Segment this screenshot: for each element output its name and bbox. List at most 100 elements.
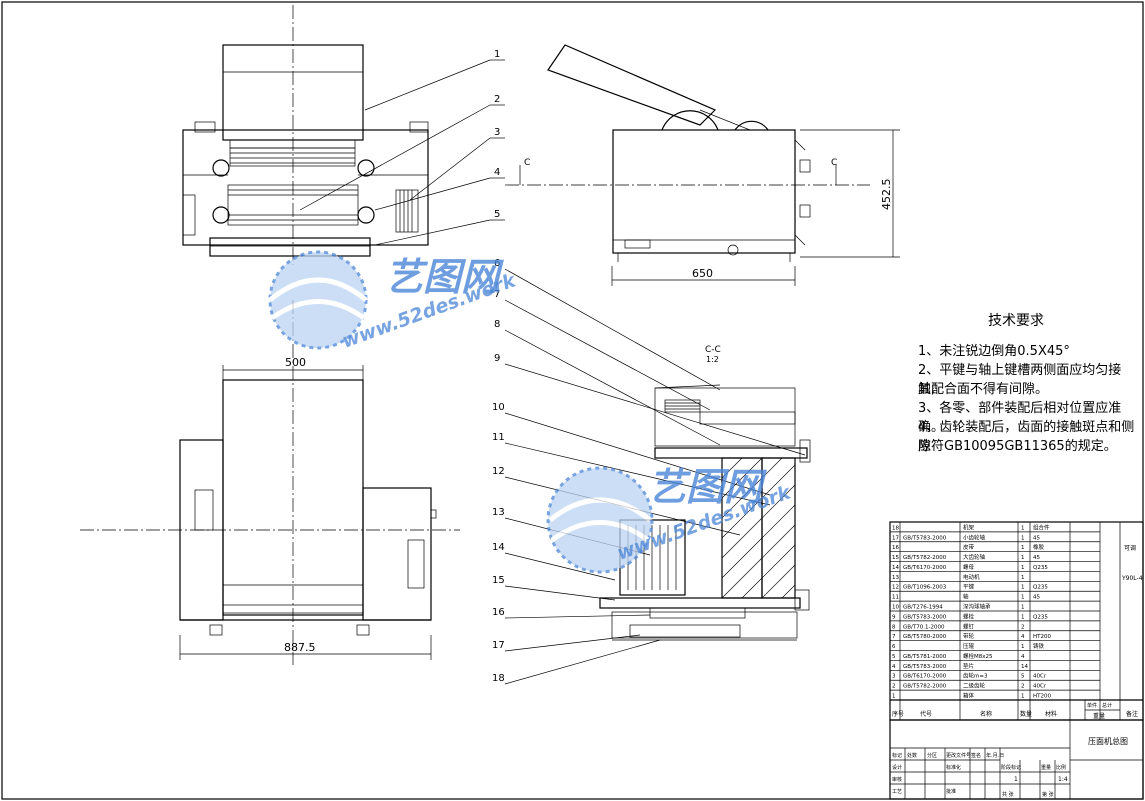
bom-cell-name: 齿轮m=3 bbox=[963, 672, 988, 680]
bom-cell-no: 6 bbox=[892, 644, 896, 650]
bom-cell-no: 12 bbox=[892, 585, 899, 591]
bom-cell-no: 10 bbox=[892, 605, 899, 611]
bom-header-qty: 数量 bbox=[1020, 710, 1032, 718]
tech-req-line-1: 1、未注锐边倒角0.5X45° bbox=[918, 344, 1070, 359]
tech-req-line-2: 2、平键与轴上键槽两侧面应均匀接触, bbox=[918, 363, 1122, 397]
dim-side-height: 452.5 bbox=[880, 179, 893, 211]
watermark-brand-1: 艺图网 bbox=[385, 255, 504, 299]
bom-cell-qty: 5 bbox=[1021, 674, 1025, 680]
bom-header-name: 名称 bbox=[980, 710, 992, 718]
dim-base-width: 887.5 bbox=[284, 641, 316, 654]
bom-cell-code: GB/T6170-2000 bbox=[903, 565, 947, 571]
tb-stage-value: 1 bbox=[1014, 776, 1018, 783]
bom-note-r15: 可调 bbox=[1124, 544, 1136, 552]
tb-total-sheets: 共 张 bbox=[1002, 791, 1014, 798]
bom-cell-code: GB/T5782-2000 bbox=[903, 684, 947, 690]
bom-cell-no: 8 bbox=[892, 624, 896, 630]
bom-cell-code: GB/T5783-2000 bbox=[903, 664, 947, 670]
bom-cell-no: 5 bbox=[892, 654, 896, 660]
bom-header-code: 代号 bbox=[920, 710, 932, 718]
tech-req-line-4: 3、各零、部件装配后相对位置应准确。 bbox=[918, 401, 1122, 435]
bom-cell-no: 18 bbox=[892, 525, 899, 531]
tb-process: 工艺 bbox=[892, 789, 902, 795]
bom-cell-code: GB/T5780-2000 bbox=[903, 634, 947, 640]
tech-requirements-title: 技术要求 bbox=[988, 313, 1044, 329]
bom-note-r13: Y90L-4 bbox=[1121, 575, 1143, 582]
watermark-logo-2 bbox=[546, 466, 654, 574]
label-10: 10 bbox=[492, 402, 505, 413]
section-mark-right: C bbox=[831, 158, 837, 168]
label-2: 2 bbox=[494, 94, 500, 105]
bom-cell-qty: 1 bbox=[1021, 555, 1025, 561]
label-1: 1 bbox=[494, 49, 500, 60]
bom-cell-no: 17 bbox=[892, 535, 899, 541]
bom-cell-material: Q235 bbox=[1033, 565, 1048, 571]
label-18: 18 bbox=[492, 673, 505, 684]
bom-cell-name: 螺母 bbox=[963, 563, 975, 571]
bom-cell-material: Q235 bbox=[1033, 614, 1048, 620]
label-13: 13 bbox=[492, 507, 505, 518]
bom-cell-name: 机架 bbox=[963, 523, 975, 531]
bom-cell-code: GB/T5782-2000 bbox=[903, 555, 947, 561]
bom-cell-material: 45 bbox=[1033, 555, 1040, 561]
bom-header-weight: 重量 bbox=[1093, 712, 1105, 720]
section-mark-left: C bbox=[524, 158, 530, 168]
tech-req-line-3: 其配合面不得有间隙。 bbox=[918, 382, 1049, 397]
label-17: 17 bbox=[492, 640, 505, 651]
bom-cell-name: 轴 bbox=[963, 593, 969, 601]
tb-sheet-no: 第 张 bbox=[1042, 791, 1054, 798]
bom-cell-material: 45 bbox=[1033, 595, 1040, 601]
bom-cell-name: 螺栓 bbox=[963, 612, 975, 620]
top-left-view bbox=[182, 5, 429, 265]
bom-cell-code: GB/T276-1994 bbox=[903, 605, 943, 611]
bom-cell-no: 7 bbox=[892, 634, 896, 640]
bom-cell-name: 螺钉 bbox=[963, 622, 975, 630]
label-3: 3 bbox=[494, 127, 500, 138]
tech-req-line-6: 应符GB10095GB11365的规定。 bbox=[918, 439, 1117, 454]
label-7: 7 bbox=[494, 289, 500, 300]
tb-std: 标准化 bbox=[946, 764, 961, 771]
bom-cell-no: 13 bbox=[892, 575, 899, 581]
bom-cell-name: 垫片 bbox=[963, 662, 974, 670]
bom-cell-name: 大齿轮轴 bbox=[963, 553, 986, 561]
label-15: 15 bbox=[492, 575, 505, 586]
bom-cell-material: 组合件 bbox=[1033, 523, 1050, 531]
tb-scale: 比例 bbox=[1056, 764, 1066, 771]
tb-date: 年.月.日 bbox=[986, 752, 1004, 759]
bom-cell-qty: 14 bbox=[1021, 664, 1028, 670]
bom-cell-code: GB/T70.1-2000 bbox=[903, 624, 945, 630]
bom-cell-name: 深沟球轴承 bbox=[963, 603, 991, 611]
bom-cell-material: 橡胶 bbox=[1033, 543, 1045, 551]
dim-side-width: 650 bbox=[692, 267, 713, 280]
bom-cell-qty: 1 bbox=[1021, 595, 1025, 601]
bom-header-remark: 备注 bbox=[1126, 710, 1138, 718]
dim-front-width: 500 bbox=[285, 356, 306, 369]
section-scale: 1:2 bbox=[706, 355, 719, 364]
bom-cell-code: GB/T5783-2000 bbox=[903, 535, 947, 541]
label-4: 4 bbox=[494, 167, 500, 178]
bom-cell-qty: 1 bbox=[1021, 605, 1025, 611]
bom-cell-no: 4 bbox=[892, 664, 896, 670]
bom-cell-qty: 4 bbox=[1021, 634, 1025, 640]
bom-cell-material: HT200 bbox=[1033, 694, 1051, 700]
bom-cell-no: 1 bbox=[892, 694, 896, 700]
label-6: 6 bbox=[494, 258, 500, 269]
section-view bbox=[599, 384, 811, 641]
bom-cell-name: 螺栓M8x25 bbox=[963, 652, 993, 660]
bom-cell-code: GB/T6170-2000 bbox=[903, 674, 947, 680]
bom-cell-material: HT200 bbox=[1033, 634, 1051, 640]
bom-cell-qty: 1 bbox=[1021, 565, 1025, 571]
bom-cell-qty: 1 bbox=[1021, 694, 1025, 700]
bom-cell-qty: 1 bbox=[1021, 644, 1025, 650]
bom-cell-no: 9 bbox=[892, 614, 896, 620]
tb-mark: 标记 bbox=[892, 752, 902, 759]
label-9: 9 bbox=[494, 353, 500, 364]
bom-cell-qty: 1 bbox=[1021, 535, 1025, 541]
bom-header-total: 总计 bbox=[1102, 702, 1112, 709]
tb-stage: 阶段标记 bbox=[1001, 764, 1021, 771]
label-12: 12 bbox=[492, 466, 505, 477]
tb-scale-value: 1:4 bbox=[1058, 776, 1068, 783]
bom-cell-material: 40Cr bbox=[1033, 684, 1047, 690]
bom-cell-qty: 1 bbox=[1021, 585, 1025, 591]
